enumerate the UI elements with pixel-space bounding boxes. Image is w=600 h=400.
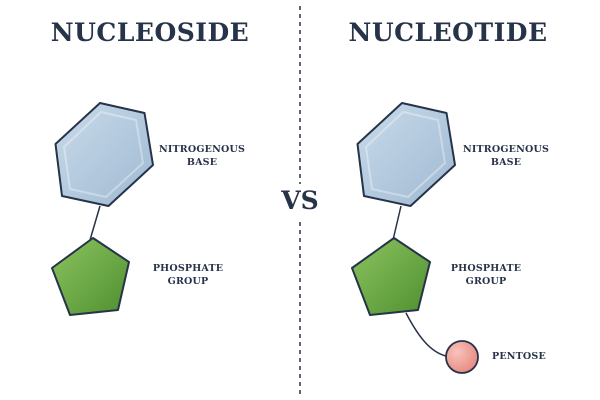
- nucleotide-pentose-label: PENTOSE: [492, 350, 562, 363]
- hexagon-highlight: [62, 110, 145, 199]
- nucleotide-phosphate-label: PHOSPHATE GROUP: [436, 262, 536, 288]
- nitrogenous-base-hexagon: [54, 102, 154, 207]
- label-line: PHOSPHATE: [450, 263, 522, 274]
- label-line: NITROGENOUS: [462, 144, 550, 155]
- base-phosphate-bond: [89, 205, 101, 241]
- nucleoside-base-label: NITROGENOUS BASE: [152, 143, 252, 169]
- hexagon-highlight: [364, 110, 447, 199]
- phosphate-group-pentagon: [51, 237, 130, 316]
- base-phosphate-bond: [392, 205, 402, 241]
- nucleoside-title: NUCLEOSIDE: [50, 18, 250, 47]
- nucleoside-phosphate-label: PHOSPHATE GROUP: [138, 262, 238, 288]
- label-line: PHOSPHATE: [152, 263, 224, 274]
- nucleotide-diagram: [351, 102, 479, 374]
- nucleotide-title: NUCLEOTIDE: [348, 18, 548, 47]
- label-line: GROUP: [465, 276, 507, 287]
- nucleotide-base-label: NITROGENOUS BASE: [456, 143, 556, 169]
- label-line: BASE: [490, 157, 522, 168]
- label-line: PENTOSE: [492, 351, 546, 362]
- vs-label: VS: [272, 184, 328, 218]
- phosphate-group-pentagon: [351, 237, 431, 316]
- label-line: NITROGENOUS: [158, 144, 246, 155]
- label-line: GROUP: [167, 276, 209, 287]
- nucleoside-diagram: [51, 102, 154, 316]
- nitrogenous-base-hexagon: [356, 102, 456, 207]
- pentose-circle: [445, 340, 479, 374]
- label-line: BASE: [186, 157, 218, 168]
- phosphate-pentose-bond: [405, 312, 447, 357]
